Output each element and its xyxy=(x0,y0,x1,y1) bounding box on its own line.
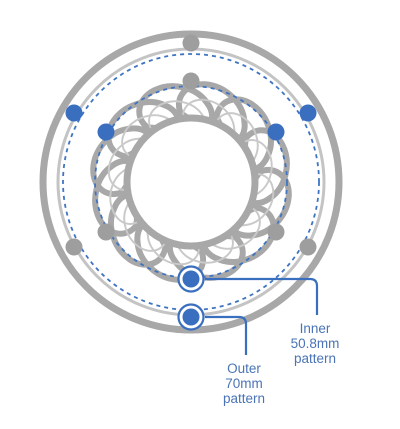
outer-label-line-3: pattern xyxy=(222,391,266,406)
center-bore xyxy=(123,114,259,250)
outer-bolt-hole xyxy=(65,104,83,122)
inner-callout-line xyxy=(205,277,319,315)
inner-bolt-hole xyxy=(97,123,115,141)
outer-bolt-hole xyxy=(182,308,200,326)
inner-bolt-hole xyxy=(267,223,285,241)
inner-pattern-label: Inner 50.8mm pattern xyxy=(284,321,346,366)
outer-bolt-hole xyxy=(65,238,83,256)
outer-label-line-1: Outer xyxy=(227,361,261,376)
outer-bolt-hole xyxy=(299,238,317,256)
inner-bolt-hole xyxy=(182,72,200,90)
inner-label-line-3: pattern xyxy=(293,351,337,366)
outer-callout-line xyxy=(205,315,248,355)
inner-bolt-hole xyxy=(97,223,115,241)
outer-bolt-hole xyxy=(299,104,317,122)
outer-label-line-2: 70mm xyxy=(225,376,263,391)
inner-bolt-hole xyxy=(182,270,200,288)
inner-label-line-1: Inner xyxy=(299,321,331,336)
inner-label-line-2: 50.8mm xyxy=(290,336,340,351)
inner-bolt-hole xyxy=(267,123,285,141)
outer-pattern-label: Outer 70mm pattern xyxy=(213,361,275,406)
bolt-holes xyxy=(65,34,317,331)
outer-bolt-hole xyxy=(182,34,200,52)
